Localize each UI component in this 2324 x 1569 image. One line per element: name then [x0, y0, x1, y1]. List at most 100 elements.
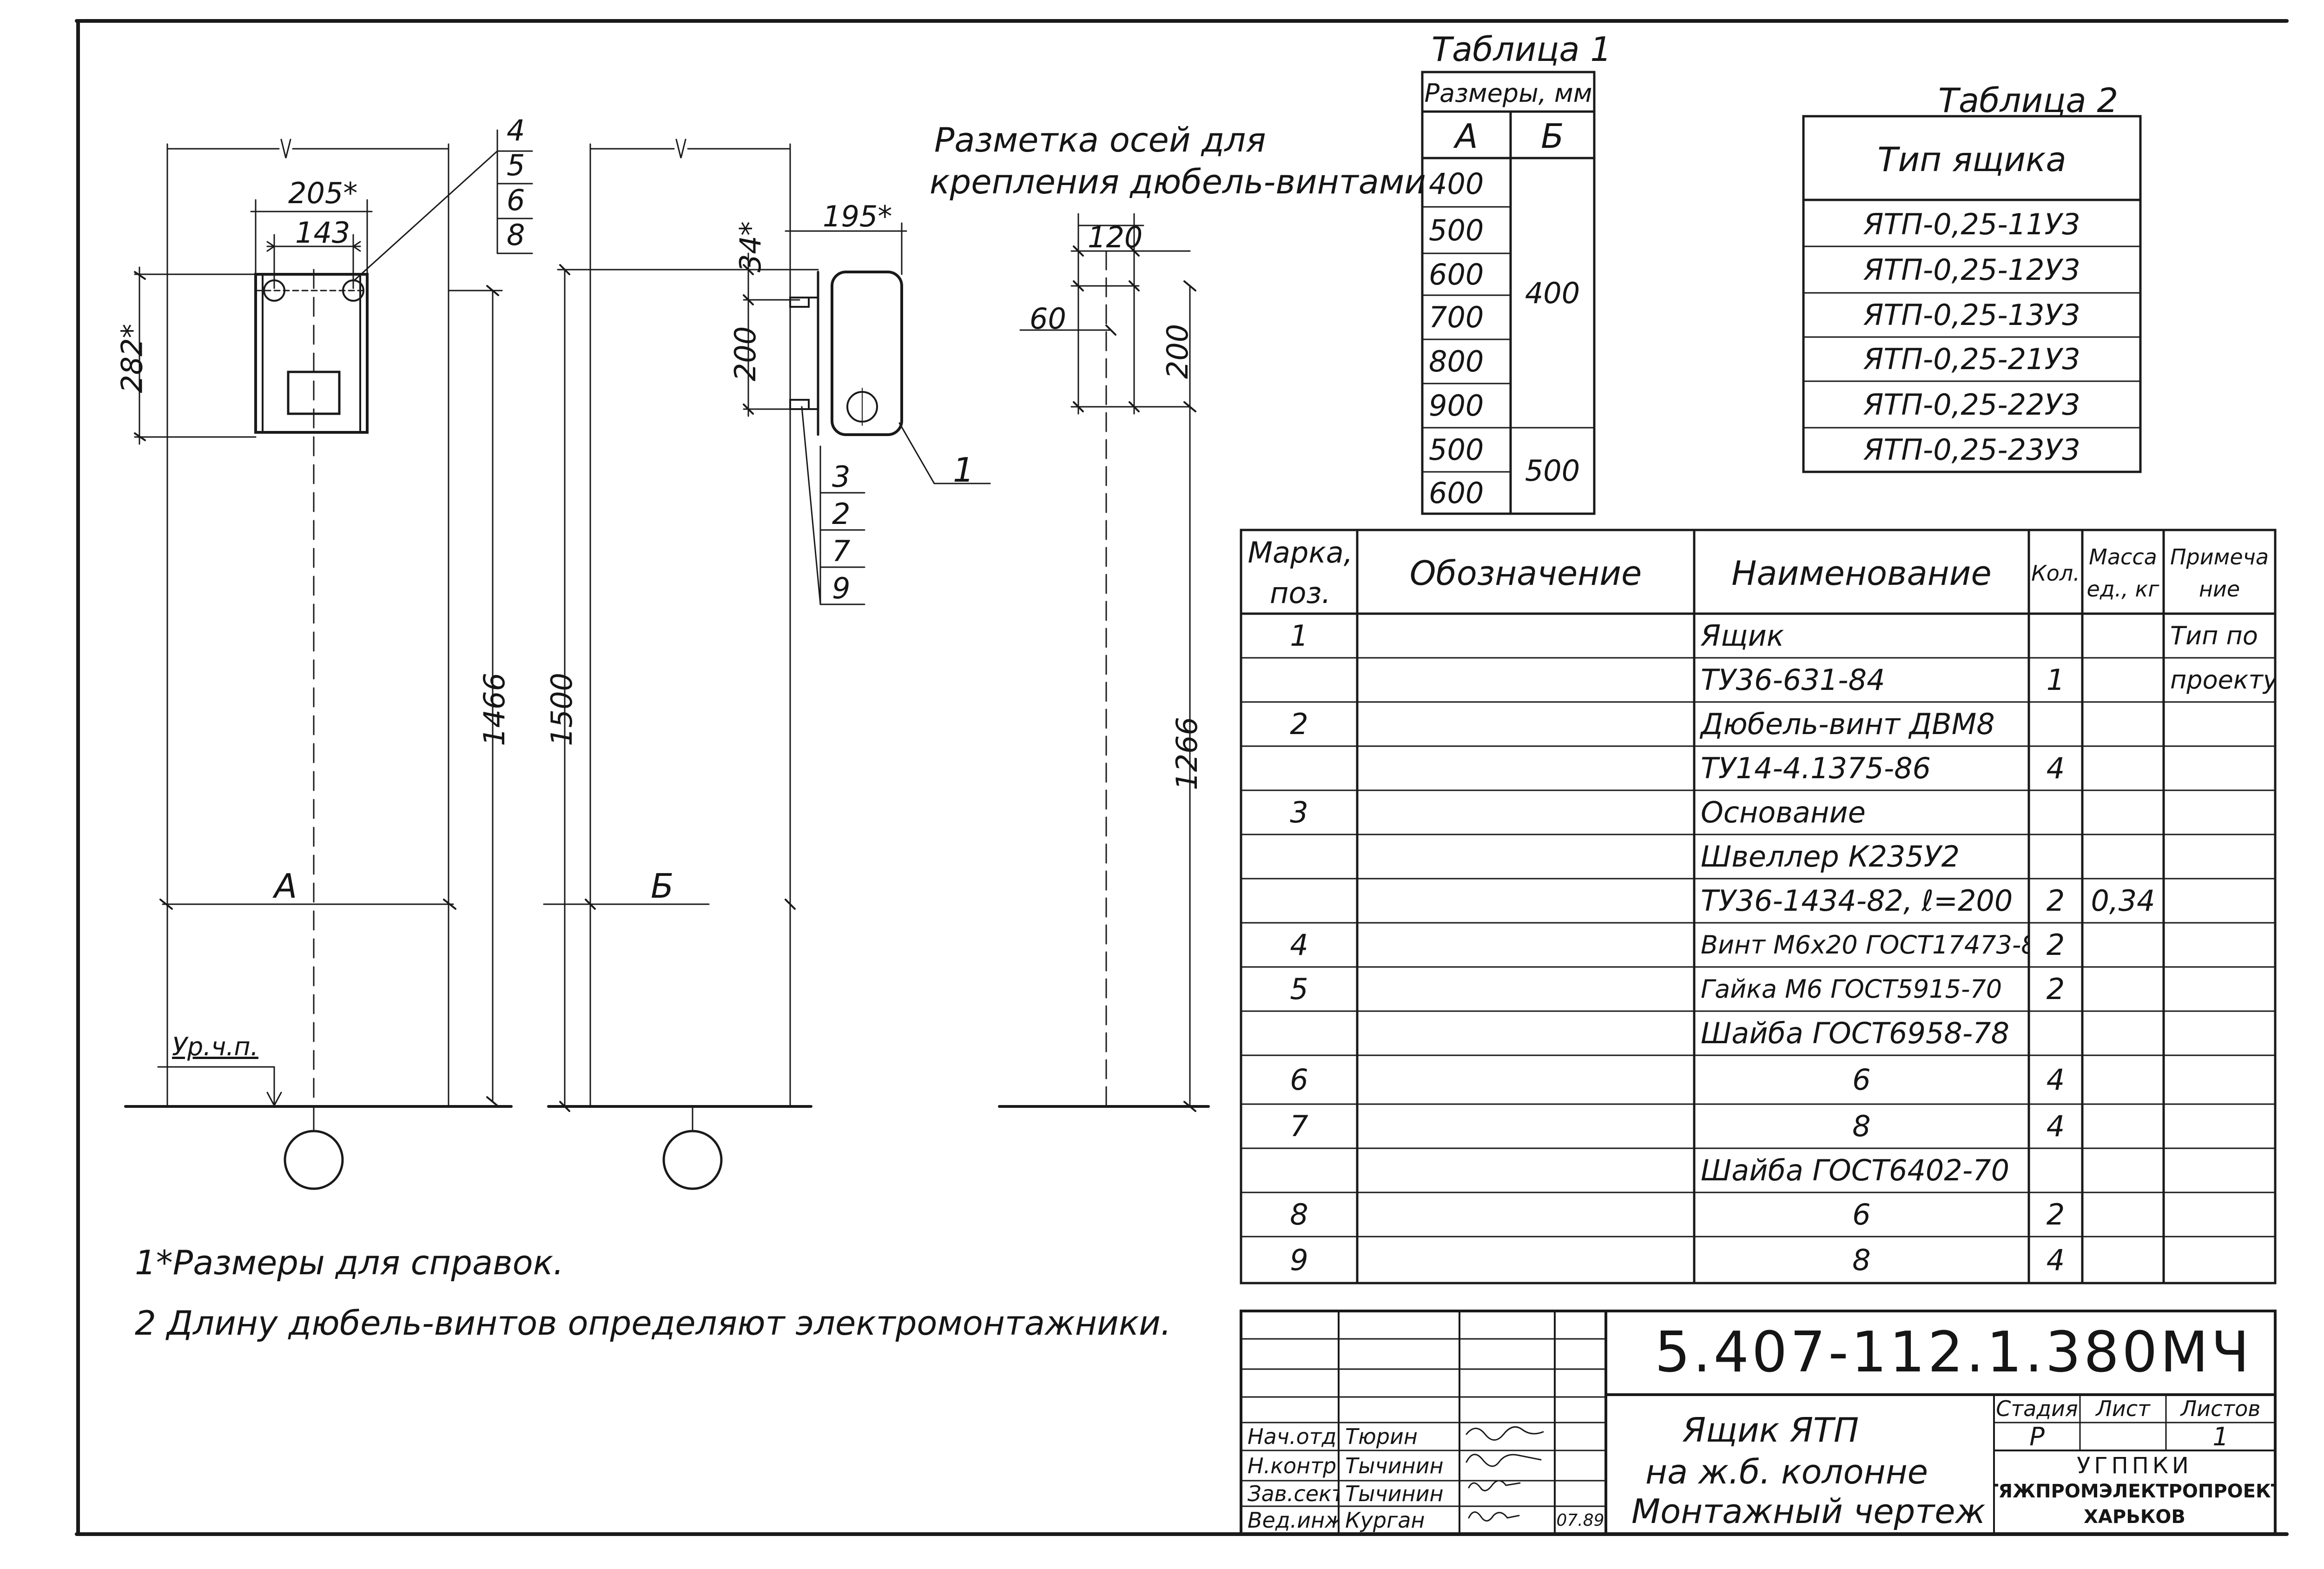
dim-120: 120 — [1088, 220, 1143, 254]
spec-cell-note — [2164, 1104, 2275, 1148]
spec-cell-note — [2164, 1011, 2275, 1055]
spec-cell-mass — [2082, 746, 2164, 790]
dim-1266: 1266 — [1169, 717, 1204, 790]
spec-cell-mark: 3 — [1290, 795, 1308, 829]
spec-cell-name: Дюбель-винт ДВМ8 — [1701, 707, 1995, 741]
spec-cell-qty: 2 — [2046, 972, 2065, 1006]
spec-cell-qty — [2029, 1011, 2082, 1055]
spec-cell-mark — [1241, 746, 1357, 790]
table1-a-value: 700 — [1429, 300, 1484, 334]
spec-cell-mark: 4 — [1290, 928, 1308, 962]
spec-cell-qty — [2029, 790, 2082, 834]
sign-date: 07.89 — [1556, 1510, 1604, 1530]
spec-cell-mass — [2082, 1011, 2164, 1055]
spec-cell-mass — [2082, 1192, 2164, 1237]
spec-cell-name: Ящик — [1701, 619, 1784, 653]
spec-cell-qty — [2029, 1148, 2082, 1192]
dim-200-view3: 200 — [1161, 324, 1195, 379]
table1-col-a: А — [1455, 116, 1478, 156]
table1-a-value: 900 — [1429, 389, 1484, 423]
table1-lines — [1421, 71, 1596, 515]
table2-row: ЯТП-0,25-21У3 — [1863, 342, 2080, 376]
table2-lines — [1802, 115, 2142, 473]
role-label: Зав.сект. — [1248, 1481, 1339, 1506]
spec-cell-mark — [1241, 879, 1357, 923]
spec-cell-name: ТУ36-631-84 — [1701, 663, 1885, 697]
spec-cell-mark: 5 — [1290, 972, 1308, 1006]
spec-cell-mark: 8 — [1290, 1198, 1308, 1231]
table2-row: ЯТП-0,25-23У3 — [1863, 433, 2080, 467]
spec-cell-mass — [2082, 614, 2164, 658]
sheets-label: Листов — [2180, 1396, 2261, 1421]
sheet-label: Лист — [2096, 1396, 2150, 1421]
table1-a-value: 400 — [1429, 166, 1484, 201]
spec-cell-name: Винт М6х20 ГОСТ17473-80 — [1701, 930, 2029, 960]
dim-195: 195* — [823, 199, 892, 233]
view3-title-line2: крепления дюбель-винтами — [930, 162, 1426, 201]
spec-table-lines — [1240, 529, 2277, 1284]
dim-205: 205* — [288, 176, 358, 210]
org-line3: ХАРЬКОВ — [2084, 1506, 2185, 1528]
spec-cell-name: 8 — [1852, 1243, 1871, 1277]
table1-title: Таблица 1 — [1432, 30, 1612, 69]
stage-value: Р — [2029, 1423, 2045, 1450]
table2-row: ЯТП-0,25-12У3 — [1863, 252, 2080, 287]
role-name: Тычинин — [1345, 1453, 1444, 1478]
table2-row: ЯТП-0,25-11У3 — [1863, 207, 2080, 241]
spec-cell-note — [2164, 834, 2275, 879]
view3-drawing — [998, 213, 1210, 1112]
spec-cell-mass — [2082, 1104, 2164, 1148]
org-line1: УГППКИ — [2077, 1453, 2192, 1478]
leader-label-4: 4 — [507, 113, 525, 147]
leader-label-8: 8 — [507, 218, 525, 252]
spec-cell-note: проекту — [2170, 665, 2275, 695]
spec-cell-qty — [2029, 834, 2082, 879]
spec-cell-qty: 2 — [2046, 928, 2065, 962]
spec-header-mass: Масса ед., кг — [2086, 544, 2159, 602]
sheet-value — [2080, 1423, 2166, 1450]
title-line3: Монтажный чертеж — [1631, 1492, 1986, 1531]
org-line2: ТЯЖПРОМЭЛЕКТРОПРОЕКТ — [1994, 1480, 2275, 1502]
spec-cell-note — [2164, 746, 2275, 790]
table2-row: ЯТП-0,25-13У3 — [1863, 298, 2080, 332]
role-name: Курган — [1345, 1508, 1425, 1533]
leader-label-3: 3 — [832, 460, 851, 494]
table1-a-value: 600 — [1429, 257, 1484, 291]
spec-cell-note — [2164, 967, 2275, 1011]
spec-cell-name: Шайба ГОСТ6958-78 — [1701, 1016, 2010, 1050]
spec-cell-mark — [1241, 1011, 1357, 1055]
spec-cell-mass — [2082, 790, 2164, 834]
spec-cell-note: Тип по — [2170, 621, 2258, 650]
table1-a-value: 500 — [1429, 433, 1484, 467]
dim-1466: 1466 — [477, 673, 511, 746]
table1-a-value: 600 — [1429, 476, 1484, 510]
spec-cell-qty: 4 — [2046, 1243, 2065, 1277]
table1-header: Размеры, мм — [1424, 78, 1592, 108]
leader-label-2: 2 — [832, 497, 851, 531]
label-b: Б — [651, 867, 674, 906]
spec-cell-mass — [2082, 834, 2164, 879]
spec-cell-qty: 4 — [2046, 1063, 2065, 1097]
table1-col-b: Б — [1541, 116, 1564, 156]
spec-cell-mass — [2082, 1237, 2164, 1283]
table2-row: ЯТП-0,25-22У3 — [1863, 387, 2080, 422]
spec-cell-name: ТУ14-4.1375-86 — [1701, 751, 1931, 785]
dim-143: 143 — [295, 216, 350, 250]
spec-cell-qty — [2029, 702, 2082, 746]
spec-cell-mark: 9 — [1290, 1243, 1308, 1277]
spec-header-name: Наименование — [1731, 553, 1992, 593]
level-mark: Ур.ч.п. — [172, 1032, 258, 1061]
view1-drawing — [124, 129, 533, 1190]
spec-cell-note — [2164, 879, 2275, 923]
spec-cell-name: ТУ36-1434-82, ℓ=200 — [1701, 884, 2013, 918]
spec-header-designation: Обозначение — [1409, 553, 1642, 593]
note-1: 1*Размеры для справок. — [135, 1243, 564, 1282]
spec-cell-qty: 2 — [2046, 884, 2065, 918]
spec-cell-qty: 4 — [2046, 1109, 2065, 1143]
spec-cell-mark — [1241, 1148, 1357, 1192]
spec-cell-note — [2164, 923, 2275, 967]
title-line1: Ящик ЯТП — [1683, 1410, 1859, 1450]
leader-label-6: 6 — [507, 183, 525, 217]
